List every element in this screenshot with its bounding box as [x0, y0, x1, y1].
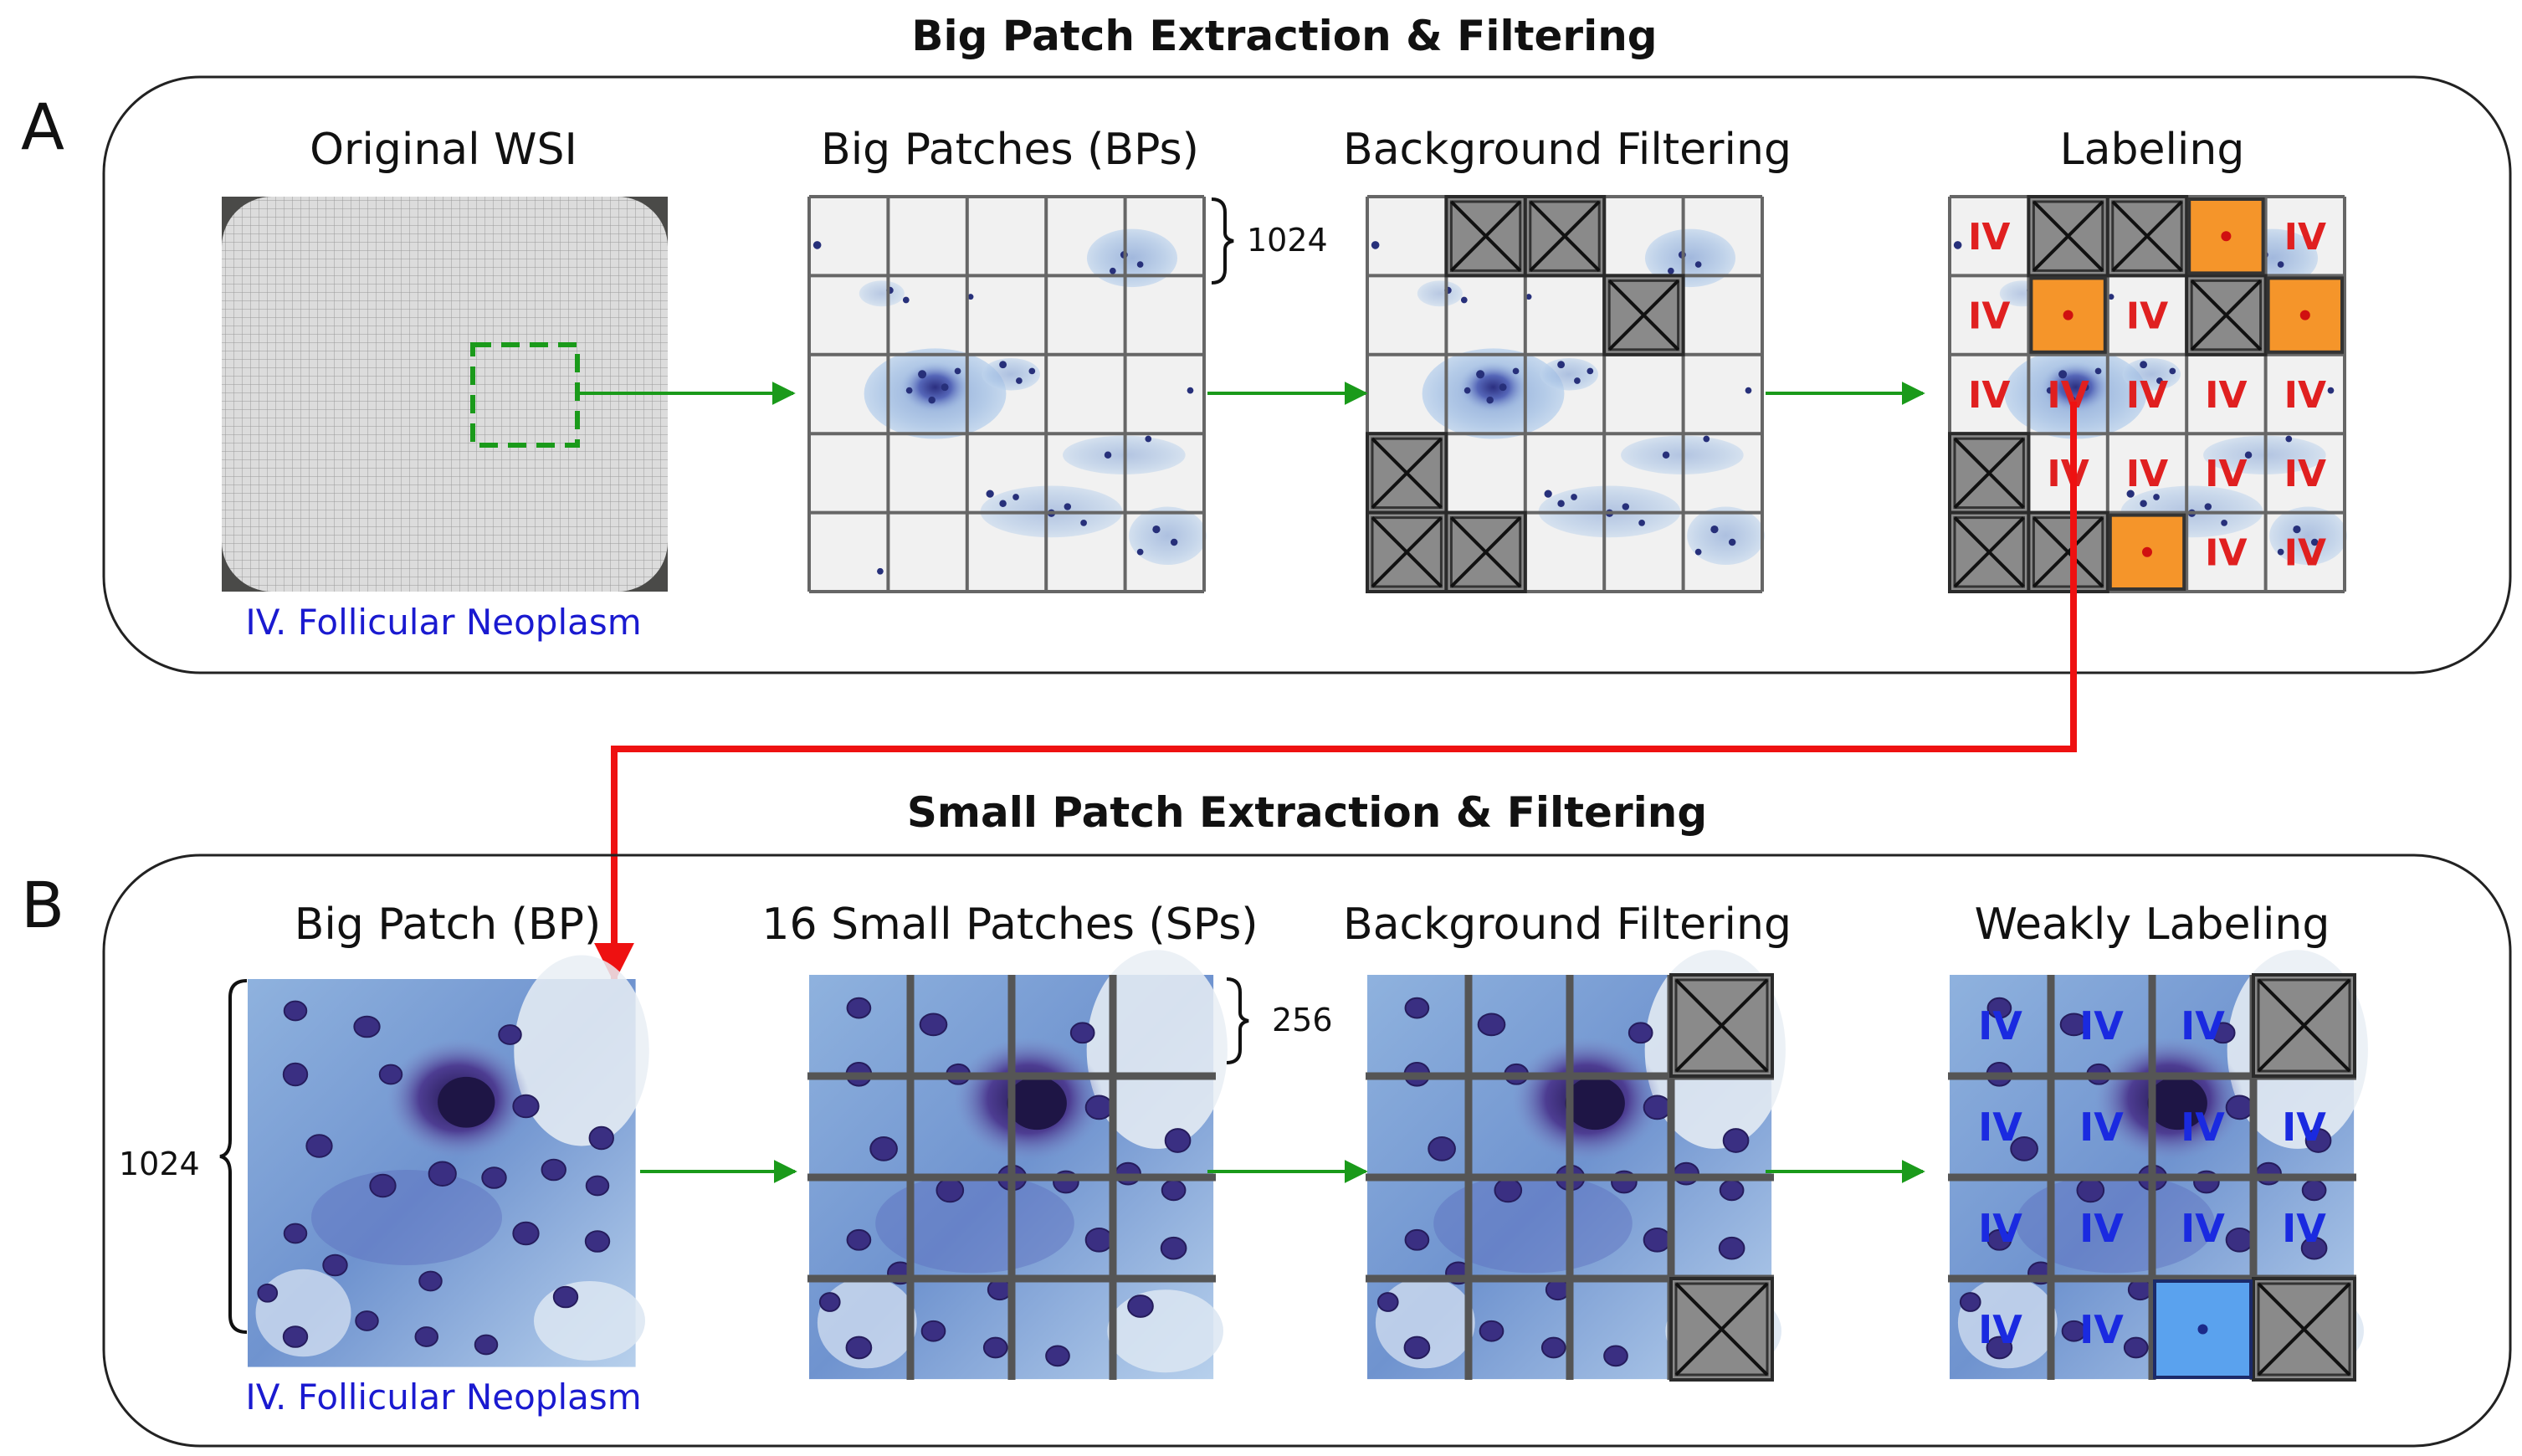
section-a-frame	[102, 75, 2512, 674]
patch-class-label: IV	[2284, 453, 2326, 495]
background-patch-crossed-box-icon	[2252, 1277, 2356, 1382]
background-patch-crossed-box-icon	[1444, 510, 1527, 593]
patch-class-label: IV	[2205, 453, 2247, 495]
patch-class-label: IV	[2282, 1105, 2326, 1150]
patch-class-label: IV	[2079, 1206, 2124, 1251]
patch-class-label: IV	[2126, 453, 2168, 495]
patch-class-label: IV	[2181, 1206, 2225, 1251]
panel-title-background-filtering-a: Background Filtering	[1343, 125, 1792, 175]
patch-class-label: IV	[2047, 453, 2089, 495]
selected-big-patch	[2266, 276, 2345, 354]
small-patches-image	[807, 949, 1228, 1381]
panel-title-original-wsi: Original WSI	[310, 125, 577, 175]
patch-class-label: IV	[1978, 1206, 2022, 1251]
section-b-frame	[102, 854, 2512, 1448]
panel-title-labeling: Labeling	[2060, 125, 2245, 175]
size-label-1024-a: 1024	[1247, 222, 1328, 259]
background-patch-crossed-box-icon	[1948, 510, 2031, 593]
patch-class-label: IV	[1978, 1105, 2022, 1150]
size-label-256: 256	[1272, 1002, 1333, 1038]
section-b-title: Small Patch Extraction & Filtering	[907, 788, 1707, 837]
section-b-letter: B	[21, 868, 64, 942]
patch-class-label: IV	[1978, 1003, 2022, 1048]
labeling-image: IV IV IV IV IV IV IV IV IV IV IV IV IV IV IV	[1948, 195, 2347, 593]
size-label-1024-b: 1024	[119, 1146, 200, 1182]
panel-title-weakly-labeling: Weakly Labeling	[1975, 900, 2330, 950]
selection-arrow	[594, 402, 2077, 983]
dot-marker-icon	[2142, 546, 2152, 557]
patch-class-label: IV	[2181, 1003, 2225, 1048]
section-a-letter: A	[21, 90, 64, 164]
patch-class-label: IV	[2284, 216, 2326, 259]
selected-big-patch	[2187, 197, 2265, 275]
background-patch-crossed-box-icon	[2185, 274, 2268, 356]
patch-class-label: IV	[2282, 1206, 2326, 1251]
panel-title-big-patches: Big Patches (BPs)	[821, 125, 1199, 175]
patch-class-label: IV	[2205, 532, 2247, 575]
weakly-labeling-image: IV IV IV IV IV IV IV IV IV IV IV IV IV	[1948, 949, 2369, 1382]
patch-class-label: IV	[2181, 1105, 2225, 1150]
panel-title-background-filtering-b: Background Filtering	[1343, 900, 1792, 950]
background-patch-crossed-box-icon	[2027, 510, 2109, 593]
size-brace-1024-b	[219, 979, 248, 1334]
selected-big-patch	[2029, 276, 2107, 354]
background-patch-crossed-box-icon	[1669, 1277, 1774, 1382]
background-patch-crossed-box-icon	[1602, 274, 1685, 356]
class-caption-b: IV. Follicular Neoplasm	[245, 1377, 641, 1418]
patch-class-label: IV	[2284, 374, 2326, 417]
patch-class-label: IV	[2079, 1307, 2124, 1352]
background-patch-crossed-box-icon	[1523, 195, 1607, 278]
patch-class-label: IV	[2126, 374, 2168, 417]
panel-title-big-patch: Big Patch (BP)	[295, 900, 602, 950]
size-brace-256	[1226, 977, 1249, 1064]
patch-class-label: IV	[2205, 374, 2247, 417]
background-filtering-b-image	[1366, 949, 1786, 1382]
panel-title-small-patches: 16 Small Patches (SPs)	[761, 900, 1258, 950]
patch-class-label: IV	[2284, 532, 2326, 575]
dot-marker-icon	[2197, 1324, 2208, 1335]
patch-class-label: IV	[2079, 1003, 2124, 1048]
background-patch-crossed-box-icon	[1669, 973, 1774, 1078]
patch-class-label: IV	[1968, 374, 2010, 417]
background-patch-crossed-box-icon	[2027, 195, 2109, 278]
dot-marker-icon	[2063, 310, 2073, 320]
background-filtering-a-image	[1366, 195, 1765, 593]
selected-small-patch	[2153, 1279, 2253, 1379]
dot-marker-icon	[2299, 310, 2310, 320]
original-wsi-image	[222, 197, 668, 592]
big-patch-image	[247, 954, 650, 1368]
background-patch-crossed-box-icon	[1366, 510, 1448, 593]
patch-class-label: IV	[2079, 1105, 2124, 1150]
background-patch-crossed-box-icon	[1366, 432, 1448, 515]
patch-class-label: IV	[1968, 295, 2010, 337]
size-brace-1024-a	[1211, 197, 1234, 285]
patch-class-label: IV	[2126, 295, 2168, 337]
background-patch-crossed-box-icon	[2105, 195, 2189, 278]
big-patches-image	[807, 195, 1207, 593]
section-a-title: Big Patch Extraction & Filtering	[911, 12, 1657, 60]
patch-class-label: IV	[1978, 1307, 2022, 1352]
selected-big-patch	[2108, 513, 2186, 591]
dot-marker-icon	[2221, 231, 2232, 242]
background-patch-crossed-box-icon	[1444, 195, 1527, 278]
class-caption-a: IV. Follicular Neoplasm	[245, 602, 641, 643]
background-patch-crossed-box-icon	[1948, 432, 2031, 515]
patch-class-label: IV	[1968, 216, 2010, 259]
patch-class-label: IV	[2047, 374, 2089, 417]
background-patch-crossed-box-icon	[2252, 973, 2356, 1078]
